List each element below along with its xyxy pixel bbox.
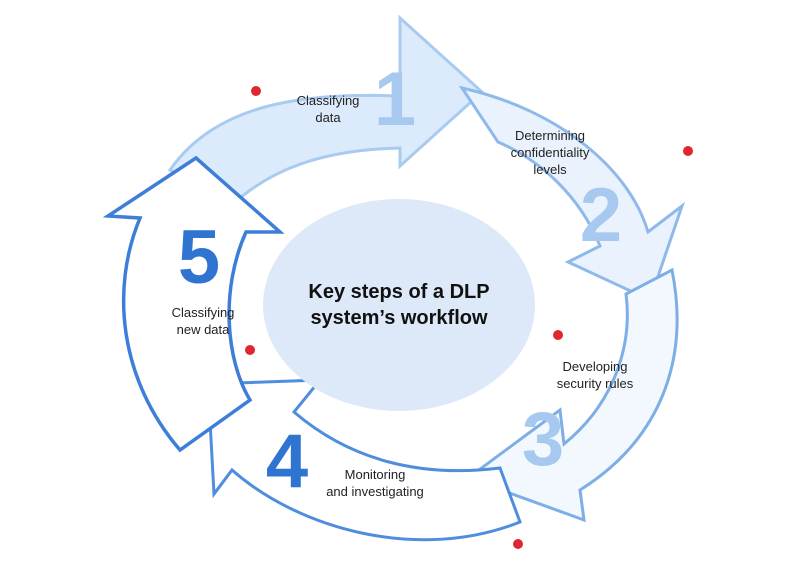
step-3-label: Developing security rules (556, 359, 634, 391)
decor-dot (553, 330, 563, 340)
step-2-label: Determining confidentiality levels (510, 128, 590, 177)
arrow-step-1 (167, 14, 485, 207)
decor-dot (683, 146, 693, 156)
arrow-step-4 (206, 378, 522, 542)
center-disc-shape (263, 199, 535, 411)
title-line-1: Key steps of a DLP (308, 281, 490, 303)
arrow-step-2 (458, 85, 686, 303)
step-5-number: 5 (177, 215, 221, 300)
step-4-label: Monitoring and investigating (326, 467, 424, 499)
step-3-number: 3 (521, 397, 565, 482)
decor-dot (245, 345, 255, 355)
decor-dot (513, 539, 523, 549)
step-2-number: 2 (579, 173, 623, 258)
arrow-step-5 (102, 155, 285, 453)
decor-dot (251, 86, 261, 96)
center-title: Key steps of a DLP system’s workflow (264, 200, 534, 410)
step-4-number: 4 (265, 419, 309, 504)
title-line-2: system’s workflow (310, 307, 488, 329)
step-5-label: Classifying new data (171, 305, 235, 337)
step-1-number: 1 (373, 57, 417, 142)
arrow-step-3 (464, 267, 679, 523)
step-1-label: Classifying data (296, 93, 360, 125)
